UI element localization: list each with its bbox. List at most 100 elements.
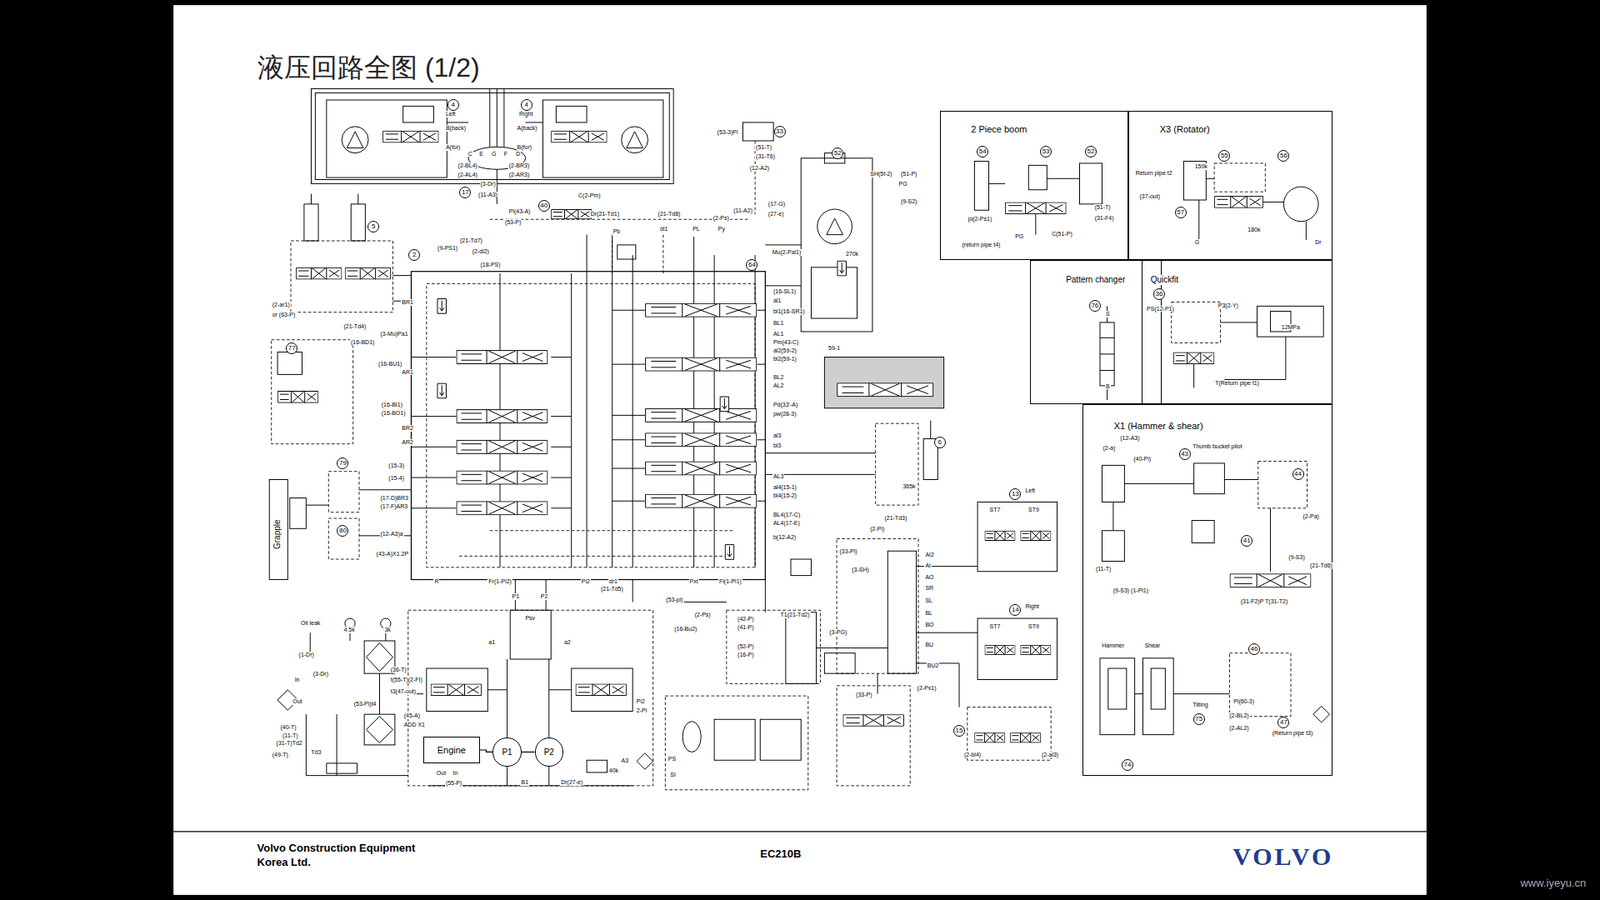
part-label: Right xyxy=(1024,603,1040,610)
part-label: (2-Pi) xyxy=(869,525,885,533)
part-label: (16-BI1) xyxy=(380,401,404,409)
schematic-line xyxy=(277,351,302,375)
part-label: (2-Px1) xyxy=(916,685,938,692)
part-label: (37-out) xyxy=(1139,193,1162,200)
part-label: F xyxy=(503,150,509,158)
part-label: Td3 xyxy=(310,749,322,756)
schematic-line xyxy=(350,204,365,241)
part-label: AI2 xyxy=(924,551,935,559)
part-label: AR2 xyxy=(400,439,415,446)
part-label: ADD X1 xyxy=(403,721,426,729)
schematic-line xyxy=(1150,668,1165,710)
part-label: (2-BR3) xyxy=(508,162,531,170)
brand-logo: VOLVO xyxy=(1232,842,1334,870)
part-label: t3(47-out) xyxy=(390,688,417,695)
callout-number: 4 xyxy=(447,99,460,111)
callout-number: 79 xyxy=(336,457,349,470)
part-label: 2-Pi xyxy=(635,707,648,715)
callout-number: 57 xyxy=(1175,206,1187,219)
schematic-line xyxy=(636,753,654,770)
schematic-line xyxy=(468,146,526,170)
schematic-line xyxy=(645,357,757,372)
part-label: (16-BU1) xyxy=(377,360,403,368)
part-label: AL2 xyxy=(772,382,785,390)
schematic-line xyxy=(426,283,755,567)
schematic-line xyxy=(1257,305,1325,337)
schematic-line xyxy=(742,122,774,141)
schematic-line xyxy=(277,390,318,404)
schematic-line xyxy=(410,271,765,580)
schematic-line xyxy=(985,645,1015,655)
footer-text: EC210B xyxy=(760,848,801,860)
part-label: (3-Dr) xyxy=(312,670,330,678)
schematic-line xyxy=(824,153,845,164)
callout-number: 6 xyxy=(934,436,946,449)
part-label: (9-PS1) xyxy=(436,245,459,252)
schematic-line xyxy=(1258,460,1308,508)
part-label: Tilting xyxy=(1191,701,1209,709)
schematic-line xyxy=(586,760,607,773)
part-label: Fr(1-Pi2) xyxy=(487,578,513,585)
schematic-line xyxy=(1028,165,1047,190)
part-label: (9-S2) xyxy=(900,198,918,205)
part-label: (53-3)Pi xyxy=(716,129,740,136)
part-label: bl3 xyxy=(772,442,782,450)
part-label: (11-T) xyxy=(281,732,300,740)
schematic-line xyxy=(366,716,394,744)
part-label: (3-Dr) xyxy=(480,180,497,188)
schematic-line xyxy=(341,126,369,154)
schematic-line xyxy=(408,610,654,786)
part-label: pi(2-Ps1) xyxy=(967,215,993,223)
part-label: (45-A) xyxy=(403,712,421,720)
schematic-line xyxy=(315,92,670,180)
schematic-line xyxy=(550,209,591,220)
callout-number: 75 xyxy=(1193,713,1205,725)
schematic-line xyxy=(974,160,989,210)
schematic-line xyxy=(437,383,446,399)
schematic-line xyxy=(290,498,307,530)
schematic-line xyxy=(173,5,1427,895)
part-label: C xyxy=(467,150,474,158)
callout-number: 76 xyxy=(1089,300,1101,312)
schematic-line xyxy=(810,267,857,319)
engine-box: Engine xyxy=(423,736,480,764)
schematic-line xyxy=(310,194,411,302)
schematic-line xyxy=(1010,732,1040,743)
part-label: 3k xyxy=(383,626,391,634)
schematic-line xyxy=(1020,530,1051,541)
part-label: Pb xyxy=(612,228,622,235)
part-label: 4.5k xyxy=(342,626,355,634)
part-label: al1 xyxy=(772,297,782,305)
schematic-line xyxy=(271,340,354,445)
part-label: In xyxy=(294,676,301,684)
schematic-line xyxy=(305,490,411,536)
part-label: BL4(17-C) xyxy=(772,511,801,519)
schematic-line xyxy=(1283,186,1319,222)
part-label: S xyxy=(1105,310,1111,318)
part-label: Pi2 xyxy=(580,578,591,585)
part-label: al3 xyxy=(772,432,782,440)
part-label: (40-T) xyxy=(280,724,298,731)
schematic-line xyxy=(1101,530,1125,562)
schematic-line xyxy=(575,683,627,696)
callout-number: 36 xyxy=(1153,288,1165,300)
callout-number: 52 xyxy=(831,147,844,160)
part-label: Fl(1-Pi1) xyxy=(718,578,743,585)
part-label: (21-Td7) xyxy=(459,237,484,245)
schematic-line xyxy=(824,653,855,674)
schematic-line xyxy=(645,432,757,447)
part-label: BO xyxy=(924,621,935,629)
schematic-line xyxy=(456,350,548,365)
part-label: ST9 xyxy=(1027,506,1040,514)
schematic-line xyxy=(304,204,319,241)
part-label: (2-di2) xyxy=(471,248,490,255)
schematic-line xyxy=(555,105,587,123)
part-label: (55-P) xyxy=(445,780,463,787)
part-label: SR xyxy=(924,585,935,592)
part-label: SI xyxy=(669,771,677,779)
callout-number: 44 xyxy=(1292,468,1305,480)
part-label: 40k xyxy=(608,767,620,775)
part-label: SH(5f-2) xyxy=(869,170,893,178)
part-label: (31-T6) xyxy=(755,153,776,160)
